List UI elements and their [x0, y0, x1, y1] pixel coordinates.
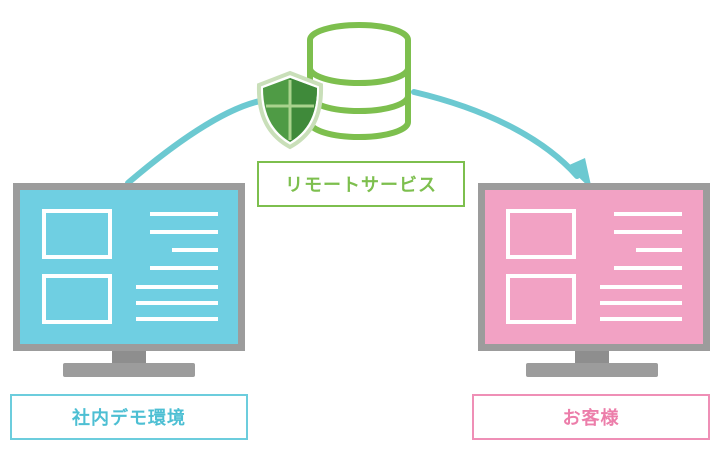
monitor-icon [478, 183, 710, 377]
arrow-icon [567, 158, 592, 190]
internal-env-label: 社内デモ環境 [10, 394, 248, 440]
customer-label: お客様 [472, 394, 710, 440]
monitor-icon [13, 183, 245, 377]
remote-service-label: リモートサービス [257, 161, 465, 207]
database-icon [307, 22, 411, 140]
flow-arc [125, 97, 268, 186]
shield-icon [256, 70, 324, 150]
flow-arrow-line [411, 89, 580, 179]
